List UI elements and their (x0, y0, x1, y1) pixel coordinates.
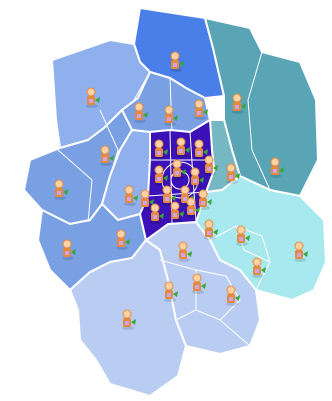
person-with-bag-icon[interactable] (124, 185, 138, 206)
person-with-bag-icon[interactable] (194, 99, 208, 120)
person-with-bag-icon[interactable] (226, 285, 240, 306)
person-with-bag-icon[interactable] (164, 281, 178, 302)
person-with-bag-icon[interactable] (198, 189, 212, 210)
person-with-bag-icon[interactable] (252, 257, 266, 278)
person-with-bag-icon[interactable] (164, 105, 178, 126)
person-with-bag-icon[interactable] (204, 219, 218, 240)
person-with-bag-icon[interactable] (134, 102, 148, 123)
person-with-bag-icon[interactable] (232, 93, 246, 114)
person-with-bag-icon[interactable] (154, 165, 168, 186)
person-with-bag-icon[interactable] (122, 309, 136, 330)
person-with-bag-icon[interactable] (190, 167, 204, 188)
person-with-bag-icon[interactable] (172, 159, 186, 180)
district-boundaries (57, 51, 271, 347)
person-with-bag-icon[interactable] (192, 273, 206, 294)
region-southeast[interactable] (195, 175, 327, 301)
person-with-bag-icon[interactable] (204, 155, 218, 176)
person-with-bag-icon[interactable] (170, 51, 184, 72)
marker-layer (54, 51, 308, 330)
person-with-bag-icon[interactable] (62, 239, 76, 260)
person-with-bag-icon[interactable] (154, 139, 168, 160)
person-with-bag-icon[interactable] (194, 139, 208, 160)
person-with-bag-icon[interactable] (270, 157, 284, 178)
person-with-bag-icon[interactable] (100, 145, 114, 166)
person-with-bag-icon[interactable] (116, 229, 130, 250)
person-with-bag-icon[interactable] (140, 189, 154, 210)
person-with-bag-icon[interactable] (170, 201, 184, 222)
person-with-bag-icon[interactable] (236, 225, 250, 246)
person-with-bag-icon[interactable] (176, 137, 190, 158)
person-with-bag-icon[interactable] (186, 197, 200, 218)
person-with-bag-icon[interactable] (294, 241, 308, 262)
person-with-bag-icon[interactable] (226, 163, 240, 184)
person-with-bag-icon[interactable] (150, 203, 164, 224)
person-with-bag-icon[interactable] (86, 87, 100, 108)
person-with-bag-icon[interactable] (178, 241, 192, 262)
person-with-bag-icon[interactable] (162, 185, 176, 206)
person-with-bag-icon[interactable] (54, 179, 68, 200)
